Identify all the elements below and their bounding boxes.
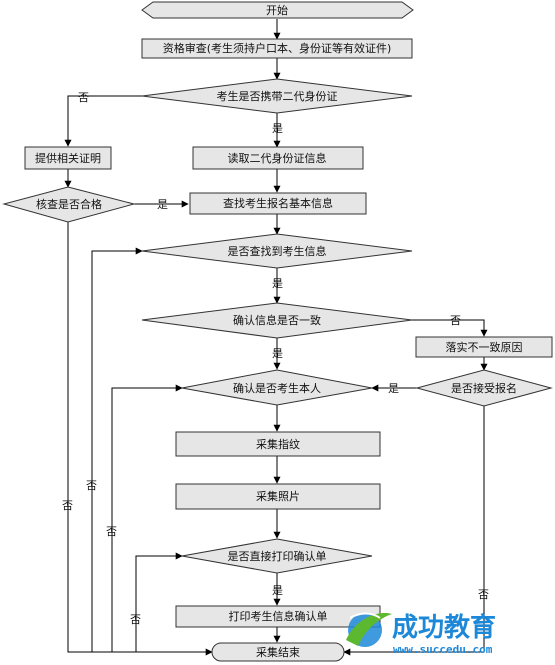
decision-accept: 是否接受报名	[415, 369, 553, 407]
node-find-cause-label: 落实不一致原因	[446, 340, 523, 354]
decision-is-candidate-label: 确认是否考生本人	[233, 381, 321, 395]
label-print-yes: 是	[272, 584, 283, 597]
decision-has-id-card: 考生是否携带二代身份证	[141, 78, 413, 114]
decision-found-label: 是否查找到考生信息	[228, 244, 327, 258]
decision-accept-label: 是否接受报名	[451, 381, 517, 395]
decision-info-consistent: 确认信息是否一致	[141, 302, 413, 339]
node-collect-photo-label: 采集照片	[256, 489, 300, 503]
edge-accept-no	[343, 406, 485, 656]
decision-info-consistent-label: 确认信息是否一致	[233, 313, 321, 327]
node-end-label: 采集结束	[256, 645, 300, 659]
label-verify-yes: 是	[157, 198, 168, 211]
label-accept-no: 否	[478, 588, 489, 601]
node-start-label: 开始	[266, 3, 288, 17]
node-end: 采集结束	[211, 642, 345, 662]
edge-found-no	[91, 247, 143, 652]
decision-print-direct: 是否直接打印确认单	[181, 538, 373, 574]
connectors	[64, 19, 488, 656]
label-verify-no: 否	[62, 499, 73, 512]
watermark-url: www.succedu.com	[393, 643, 493, 656]
edge-idcard-no	[64, 95, 142, 147]
label-candidate-no: 否	[106, 525, 117, 538]
node-qualification-check-label: 资格审查(考生须持户口本、身份证等有效证件)	[163, 41, 392, 55]
label-found-no: 否	[86, 479, 97, 492]
node-read-id-card-label: 读取二代身份证信息	[228, 151, 327, 165]
label-accept-yes: 是	[388, 382, 399, 395]
node-read-id-card: 读取二代身份证信息	[192, 146, 364, 170]
label-consistent-yes: 是	[272, 347, 283, 360]
label-print-no: 否	[130, 613, 141, 626]
node-print-confirmation-label: 打印考生信息确认单	[229, 609, 328, 623]
decision-verify-ok-label: 核查是否合格	[36, 197, 102, 211]
node-lookup-registration-label: 查找考生报名基本信息	[223, 196, 333, 210]
label-consistent-no: 否	[450, 314, 461, 327]
edge-verify-no	[67, 222, 213, 656]
node-provide-proof-label: 提供相关证明	[35, 151, 101, 165]
decision-found: 是否查找到考生信息	[141, 233, 413, 269]
label-idcard-yes: 是	[272, 122, 283, 135]
node-lookup-registration: 查找考生报名基本信息	[189, 192, 367, 215]
node-qualification-check: 资格审查(考生须持户口本、身份证等有效证件)	[141, 38, 413, 59]
node-collect-fingerprint: 采集指纹	[175, 431, 381, 457]
label-found-yes: 是	[272, 277, 283, 290]
decision-verify-ok: 核查是否合格	[2, 186, 136, 223]
edge-consistent-no	[412, 319, 488, 337]
node-collect-fingerprint-label: 采集指纹	[256, 437, 300, 451]
node-find-cause: 落实不一致原因	[415, 336, 553, 358]
watermark-name: 成功教育	[392, 612, 496, 643]
edge-candidate-no	[111, 384, 183, 652]
decision-has-id-card-label: 考生是否携带二代身份证	[217, 89, 338, 103]
node-collect-photo: 采集照片	[175, 483, 381, 510]
node-provide-proof: 提供相关证明	[24, 146, 112, 170]
decision-is-candidate: 确认是否考生本人	[181, 369, 373, 406]
edge-labels: 否 是 是 是 否 是 是 是 否 否 否 否 否	[62, 91, 489, 626]
node-start: 开始	[141, 1, 414, 19]
watermark-logo: 成功教育 www.succedu.com	[346, 612, 496, 656]
label-idcard-no: 否	[78, 91, 89, 104]
edge-print-decision-no	[135, 552, 183, 652]
globe-swoosh-icon	[346, 612, 392, 647]
decision-print-direct-label: 是否直接打印确认单	[228, 549, 327, 563]
